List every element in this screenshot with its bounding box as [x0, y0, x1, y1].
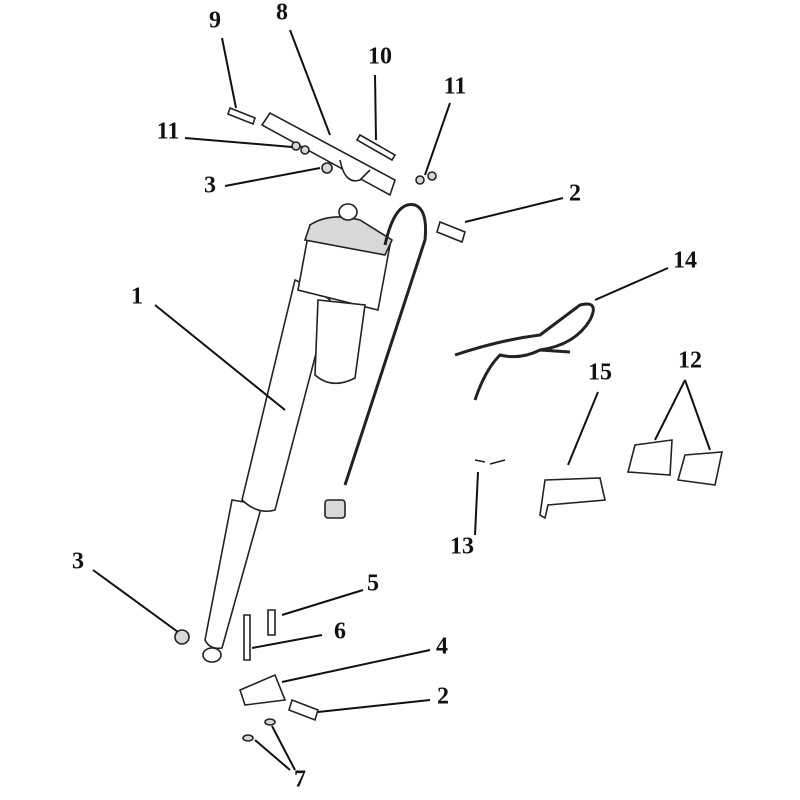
callout-12: 12: [678, 348, 702, 374]
controller-part-15: [539, 477, 606, 520]
callout-8: 8: [276, 0, 288, 26]
callout-15: 15: [588, 360, 612, 386]
pads-part-12: [626, 439, 724, 486]
callout-7: 7: [294, 767, 306, 793]
callout-2-top: 2: [569, 181, 581, 207]
leader-lines: [92, 29, 711, 771]
callout-10: 10: [368, 44, 392, 70]
callout-4: 4: [436, 634, 448, 660]
wire-harness-part-14: [454, 302, 595, 401]
actuator-part-1: [202, 203, 427, 663]
callout-1: 1: [131, 284, 143, 310]
callout-2-bottom: 2: [437, 684, 449, 710]
callout-labels: 9 8 10 11 11 3 2 14 1 15 12 13 3 5 6 4 2…: [72, 0, 702, 793]
callout-6: 6: [334, 619, 346, 645]
callout-11-left: 11: [157, 119, 180, 145]
callout-11-right: 11: [444, 74, 467, 100]
callout-5: 5: [367, 571, 379, 597]
callout-3-bottom: 3: [72, 549, 84, 575]
fasteners: [174, 106, 506, 742]
callout-14: 14: [673, 248, 697, 274]
callout-9: 9: [209, 8, 221, 34]
callout-3-top: 3: [204, 173, 216, 199]
callout-13: 13: [450, 534, 474, 560]
bracket-part-8: [260, 111, 396, 197]
